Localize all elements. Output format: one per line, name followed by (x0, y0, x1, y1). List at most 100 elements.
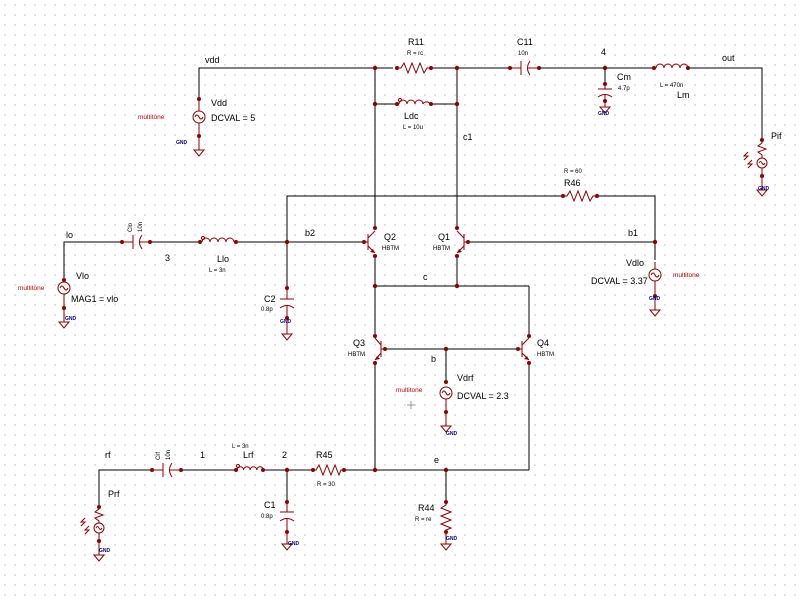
Clo-name: Clo (128, 222, 134, 232)
Vlo-value: MAG1 = vlo (71, 294, 118, 304)
Q2-model: HBTM (382, 246, 399, 252)
transistor-Q4[interactable] (516, 334, 531, 365)
inductor-Lm[interactable] (652, 63, 690, 70)
net-label-out: out (722, 53, 735, 63)
Ldc-value: L = 10u (403, 125, 423, 131)
junction-dot (454, 65, 460, 71)
Ldc-name: Ldc (404, 111, 419, 121)
transistor-Q2[interactable] (362, 226, 377, 258)
net-label-b: b (431, 354, 436, 364)
Vdlo-tag: multitone (673, 272, 700, 279)
resistor-R44[interactable] (439, 500, 453, 551)
capacitor-C11[interactable] (508, 60, 541, 76)
junction-dot (284, 239, 290, 245)
source-Vlo[interactable] (57, 278, 71, 329)
port-Pif[interactable] (742, 138, 768, 197)
net-label-rf: rf (105, 450, 111, 460)
junction-dot (443, 467, 449, 473)
R45-name: R45 (316, 450, 333, 460)
capacitor-C2[interactable] (279, 286, 295, 341)
Q1-model: HBTM (433, 246, 450, 252)
Vdd-name: Vdd (211, 98, 227, 108)
transistor-Q1[interactable] (455, 226, 470, 258)
C11-value: 10n (518, 51, 528, 57)
capacitor-Clo[interactable] (120, 234, 152, 250)
net-label-vdd: vdd (205, 55, 220, 65)
Llo-value: L = 3n (209, 268, 226, 274)
source-Vdd[interactable] (192, 97, 206, 157)
junction-dot (652, 239, 658, 245)
Crf-name: Crf (156, 452, 162, 460)
junctions (284, 65, 658, 473)
junction-dot (454, 101, 460, 107)
Vlo-tag: multitone (18, 285, 45, 292)
junction-dot (284, 467, 290, 473)
net-label-2: 2 (282, 450, 287, 460)
Lrf-value: L = 3n (232, 444, 249, 450)
net-label-e: e (434, 455, 439, 465)
Q3-name: Q3 (353, 338, 365, 348)
resistor-R45[interactable] (311, 463, 346, 477)
R46-name: R46 (564, 178, 581, 188)
Vdd-tag: multitone (138, 114, 165, 121)
wires (63, 67, 763, 505)
Prf-name: Prf (108, 489, 120, 499)
net-label-1: 1 (200, 450, 205, 460)
cursor-crosshair (407, 401, 415, 409)
Q2-name: Q2 (384, 232, 396, 242)
gnd-label: GND (99, 548, 111, 554)
R45-value: R = 30 (317, 482, 336, 488)
Q4-name: Q4 (537, 338, 549, 348)
gnd-label: GND (446, 536, 458, 542)
port-Prf[interactable] (79, 505, 105, 562)
R11-value: R = rc (407, 51, 423, 57)
Q4-model: HBTM (537, 352, 554, 358)
Q3-model: HBTM (348, 352, 365, 358)
gnd-label: GND (649, 296, 661, 302)
gnd-label: GND (176, 140, 188, 146)
capacitor-Crf[interactable] (150, 462, 183, 478)
Lm-value: L = 470n (660, 83, 683, 89)
Vdrf-name: Vdrf (457, 373, 474, 383)
source-Vdrf[interactable] (439, 380, 453, 433)
Vdlo-value: DCVAL = 3.37 (591, 276, 648, 286)
net-label-b2: b2 (305, 228, 315, 238)
Vlo-name: Vlo (76, 271, 89, 281)
gnd-label: GND (65, 316, 77, 322)
net-label-c: c (423, 272, 428, 282)
Pif-name: Pif (771, 131, 782, 141)
Llo-name: Llo (217, 254, 229, 264)
Vdd-value: DCVAL = 5 (211, 113, 255, 123)
junction-dot (443, 346, 449, 352)
inductor-Lrf[interactable] (234, 464, 265, 473)
C1-value: 0.8p (261, 514, 273, 520)
net-label-b1: b1 (628, 228, 638, 238)
source-Vdlo[interactable] (648, 262, 662, 317)
inductor-Llo[interactable] (198, 236, 238, 245)
junction-dot (372, 283, 378, 289)
resistor-R11[interactable] (395, 61, 433, 75)
gnd-label: GND (288, 541, 300, 547)
Cm-value: 4.7p (618, 86, 630, 92)
Crf-value: 10n (166, 450, 172, 460)
net-label-lo: lo (66, 230, 73, 240)
Q1-name: Q1 (438, 232, 450, 242)
resistor-R46[interactable] (561, 189, 599, 203)
gnd-label: GND (280, 319, 292, 325)
R44-name: R44 (418, 503, 435, 513)
capacitor-Cm[interactable] (597, 82, 613, 114)
Vdlo-name: Vdlo (626, 258, 644, 268)
capacitor-C1[interactable] (279, 500, 295, 551)
C2-name: C2 (264, 294, 276, 304)
R44-value: R = re (415, 517, 432, 523)
C11-name: C11 (517, 37, 533, 47)
net-label-4: 4 (601, 47, 606, 57)
Vdrf-tag: multitone (396, 387, 423, 394)
C2-value: 0.8p (261, 307, 273, 313)
junction-dot (372, 467, 378, 473)
transistor-Q3[interactable] (373, 334, 387, 365)
Lm-name: Lm (677, 90, 690, 100)
inductor-Ldc[interactable] (395, 98, 433, 107)
